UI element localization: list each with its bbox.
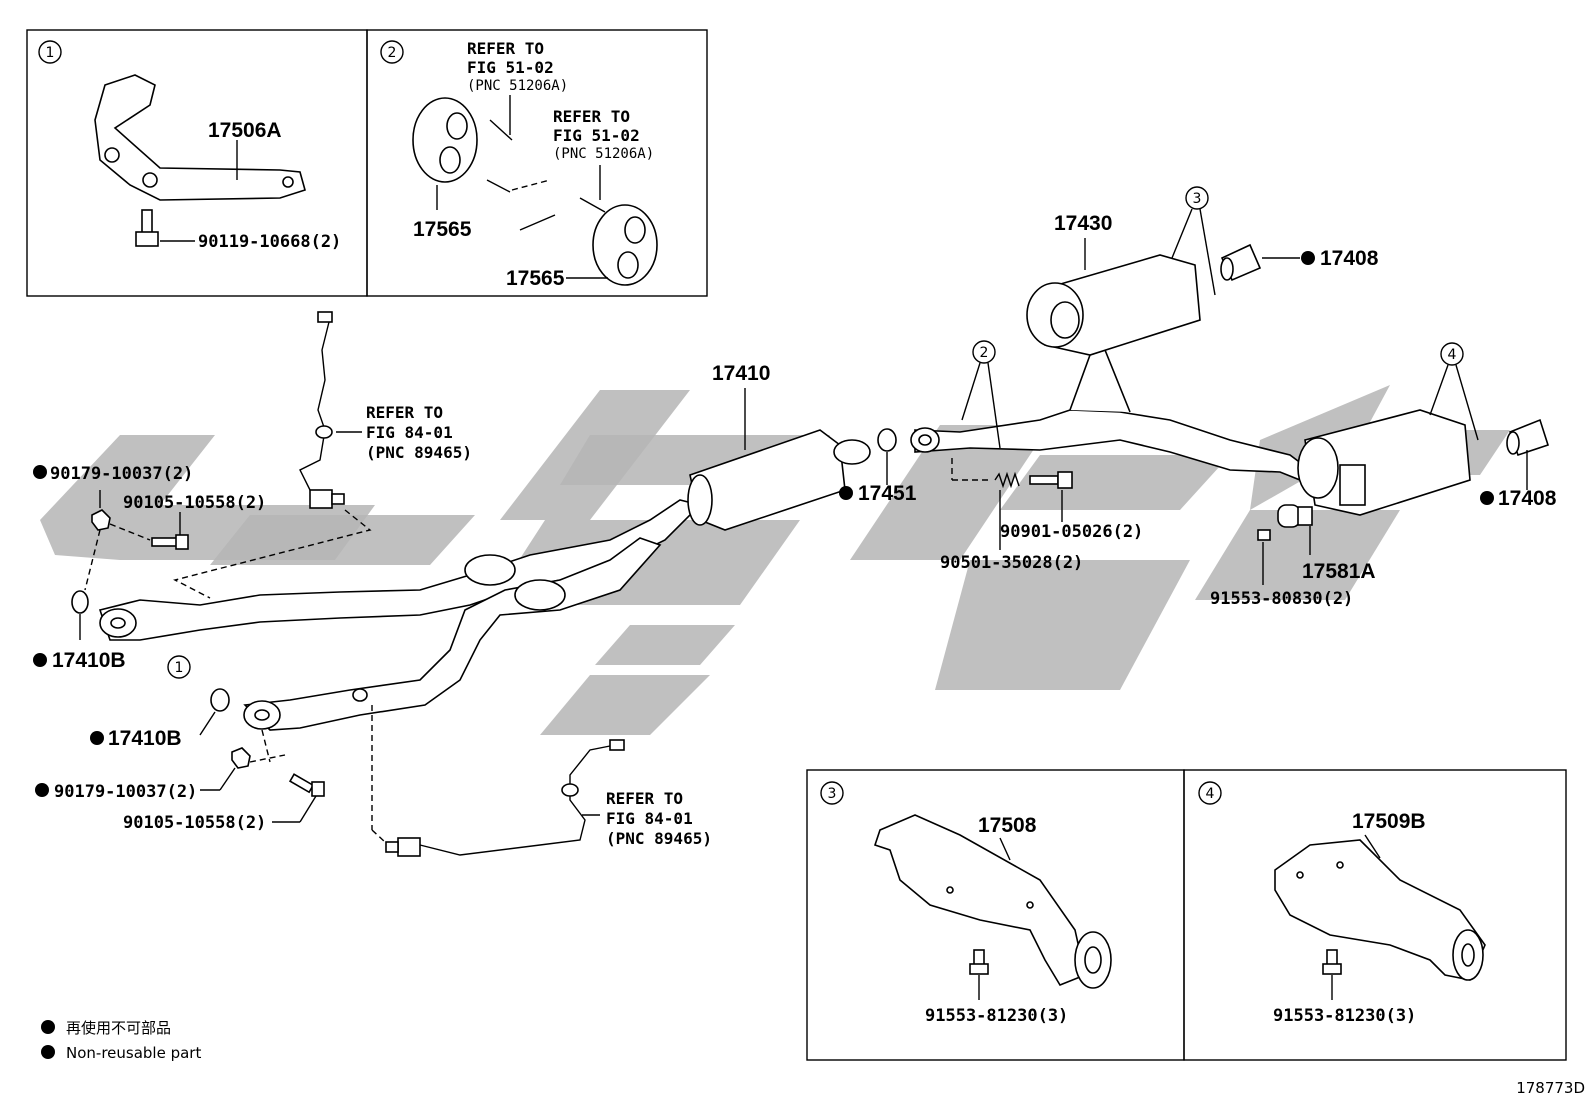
- nut-icon: [91, 509, 111, 531]
- part-91553-80830: 91553-80830(2): [1210, 589, 1353, 609]
- bolt-icon-bottom: [311, 781, 325, 797]
- inset-2: 2 REFER TO FIG 51-02 (PNC 51206A) REFER …: [366, 29, 708, 297]
- inset-1: 1 17506A 90119-10668(2): [26, 29, 368, 297]
- part-17506a: 17506A: [208, 119, 282, 142]
- diagram-id: 178773D: [1516, 1079, 1585, 1097]
- gasket-icon-top: [71, 590, 89, 614]
- front-pipe-top: [98, 499, 702, 641]
- catalytic-converter-icon: [464, 554, 516, 586]
- bolt-icon: [135, 231, 159, 247]
- bolt-icon-3: [969, 963, 989, 975]
- legend-english: Non-reusable part: [66, 1044, 201, 1062]
- part-17565-a: 17565: [413, 218, 472, 241]
- gasket-icon-bottom: [210, 688, 230, 712]
- inset-2-circle: 2: [388, 45, 397, 61]
- o2-sensor-wire-top: [299, 317, 331, 491]
- inset-4-circle: 4: [1206, 786, 1215, 802]
- bolt-icon-clamp: [1257, 529, 1271, 541]
- refer-b-line2: FIG 51-02: [553, 126, 640, 145]
- callout-1: 1: [175, 660, 184, 676]
- spring-icon: [994, 471, 1020, 489]
- part-17430: 17430: [1054, 212, 1112, 235]
- part-90119-10668: 90119-10668(2): [198, 232, 341, 252]
- part-17508: 17508: [978, 814, 1037, 837]
- part-17565-b: 17565: [506, 267, 565, 290]
- main-assembly: 17410 17451 17430 17408 17408 2: [33, 186, 1557, 857]
- bolt-icon-spring: [1057, 471, 1073, 489]
- inset-4: 4 17509B 91553-81230(3): [1183, 769, 1567, 1061]
- part-17410: 17410: [712, 362, 770, 385]
- refer-b-line1: REFER TO: [553, 107, 630, 126]
- center-pipe-riser: [1069, 349, 1131, 413]
- legend-japanese: 再使用不可部品: [66, 1019, 171, 1037]
- part-90901-05026: 90901-05026(2): [1000, 522, 1143, 542]
- refer-o2-top-line2: FIG 84-01: [366, 423, 453, 442]
- bolt-icon-top: [175, 534, 189, 550]
- refer-b-line3: (PNC 51206A): [553, 146, 654, 162]
- refer-o2-top-line1: REFER TO: [366, 403, 443, 422]
- refer-a-line2: FIG 51-02: [467, 58, 554, 77]
- part-91553-81230-a: 91553-81230(3): [925, 1006, 1068, 1026]
- part-17581a: 17581A: [1302, 560, 1376, 583]
- part-90105-10558-top: 90105-10558(2): [123, 493, 266, 513]
- inset-3: 3 17508 91553-81230(3): [806, 769, 1185, 1061]
- refer-a-line3: (PNC 51206A): [467, 78, 568, 94]
- bolt-icon-4: [1322, 963, 1342, 975]
- catalytic-converter-icon-b: [514, 579, 566, 611]
- part-90179-10037-bottom: 90179-10037(2): [54, 782, 197, 802]
- part-17509b: 17509B: [1352, 810, 1426, 833]
- part-17410b-top: 17410B: [52, 649, 126, 672]
- callout-4: 4: [1448, 347, 1457, 363]
- o2-sensor-wire-bottom: [419, 744, 616, 856]
- inset-1-circle: 1: [46, 45, 55, 61]
- part-17408-top: 17408: [1320, 247, 1379, 270]
- refer-o2-bot-line3: (PNC 89465): [606, 829, 712, 848]
- callout-2: 2: [980, 345, 989, 361]
- clamp-icon: [1277, 504, 1301, 528]
- part-17408-right: 17408: [1498, 487, 1557, 510]
- refer-a-line1: REFER TO: [467, 39, 544, 58]
- part-91553-81230-b: 91553-81230(3): [1273, 1006, 1416, 1026]
- bracket-17508: [873, 814, 1086, 986]
- nut-icon-bottom: [231, 747, 251, 769]
- part-90105-10558-bottom: 90105-10558(2): [123, 813, 266, 833]
- watermark: [40, 385, 1510, 735]
- bracket-17506a: [94, 74, 306, 201]
- part-17451: 17451: [858, 482, 917, 505]
- o2-sensor-icon: [309, 489, 333, 509]
- refer-o2-bot-line2: FIG 84-01: [606, 809, 693, 828]
- bracket-17509b: [1274, 839, 1486, 981]
- callout-3: 3: [1193, 191, 1202, 207]
- refer-o2-bot-line1: REFER TO: [606, 789, 683, 808]
- part-90179-10037-top: 90179-10037(2): [50, 464, 193, 484]
- part-90501-35028: 90501-35028(2): [940, 553, 1083, 573]
- legend: 再使用不可部品 Non-reusable part: [41, 1019, 201, 1062]
- inset-3-circle: 3: [828, 786, 837, 802]
- part-17410b-bottom: 17410B: [108, 727, 182, 750]
- refer-o2-top-line3: (PNC 89465): [366, 443, 472, 462]
- gasket-icon: [877, 428, 897, 452]
- o2-sensor-icon-b: [397, 837, 421, 857]
